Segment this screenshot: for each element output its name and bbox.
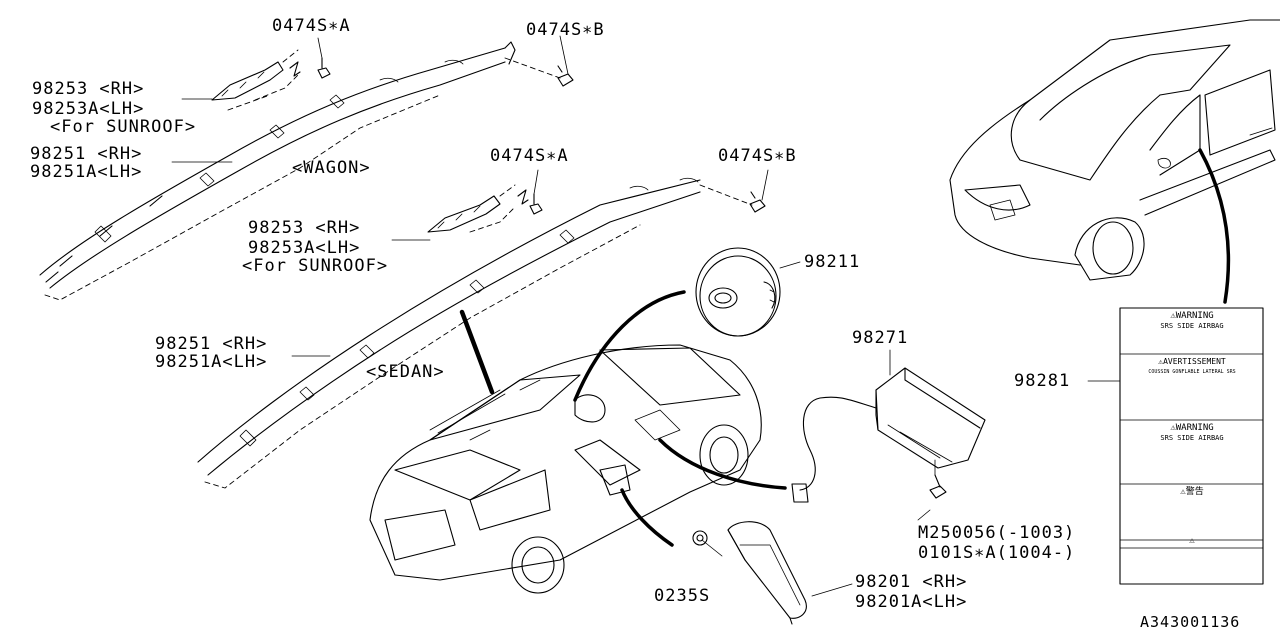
label-m250056: M250056(-1003) xyxy=(918,523,1076,543)
label-98251a-lh-sedan: 98251A<LH> xyxy=(155,352,268,372)
label-98281: 98281 xyxy=(1014,371,1071,391)
warning-4-title: ⚠警告 xyxy=(1180,487,1204,497)
wagon-curtain-airbag xyxy=(39,35,574,301)
leader-lines xyxy=(171,98,1121,597)
side-airbag-module xyxy=(727,521,807,625)
reference-vehicle xyxy=(949,19,1280,281)
warning-1-title: ⚠WARNING xyxy=(1170,311,1214,321)
warning-3-title: ⚠WARNING xyxy=(1170,423,1214,433)
sedan-curtain-airbag xyxy=(197,169,769,489)
label-bolt-a-sedan: 0474S∗A xyxy=(490,146,569,166)
label-98251-rh-sedan: 98251 <RH> xyxy=(155,334,268,354)
label-sunroof-wagon: <For SUNROOF> xyxy=(50,117,197,137)
pointer-lines xyxy=(459,148,1231,547)
label-98201-rh: 98201 <RH> xyxy=(855,572,968,592)
passenger-airbag-module xyxy=(791,367,986,503)
warning-1-text: SRS SIDE AIRBAG xyxy=(1160,322,1224,330)
warning-3-text: SRS SIDE AIRBAG xyxy=(1160,434,1224,442)
label-98253a-lh-wagon: 98253A<LH> xyxy=(32,99,145,119)
label-98211: 98211 xyxy=(804,252,861,272)
warning-5-title: ⚠ xyxy=(1189,536,1195,546)
warning-2-text: COUSSIN GONFLABLE LATERAL SRS xyxy=(1148,369,1236,375)
label-98251-rh-wagon: 98251 <RH> xyxy=(30,144,143,164)
warning-label-card xyxy=(1119,307,1264,585)
label-0235s: 0235S xyxy=(654,586,711,606)
label-98253-rh-wagon: 98253 <RH> xyxy=(32,79,145,99)
label-wagon: <WAGON> xyxy=(292,158,371,178)
label-bolt-a-wagon: 0474S∗A xyxy=(272,16,351,36)
label-bolt-b-sedan: 0474S∗B xyxy=(718,146,797,166)
label-98201a-lh: 98201A<LH> xyxy=(855,592,968,612)
label-bolt-0101s: 0101S∗A(1004-) xyxy=(918,543,1076,563)
label-98271: 98271 xyxy=(852,328,909,348)
driver-airbag-module xyxy=(695,247,781,337)
label-bolt-b-wagon: 0474S∗B xyxy=(526,20,605,40)
label-sunroof-sedan: <For SUNROOF> xyxy=(242,256,389,276)
label-98251a-lh-wagon: 98251A<LH> xyxy=(30,162,143,182)
label-98253-rh-sedan: 98253 <RH> xyxy=(248,218,361,238)
label-98253a-lh-sedan: 98253A<LH> xyxy=(248,238,361,258)
warning-2-title: ⚠AVERTISSEMENT xyxy=(1158,357,1226,366)
center-vehicle xyxy=(369,344,762,594)
nut-0235s xyxy=(692,530,708,546)
diagram-code: A343001136 xyxy=(1140,613,1241,631)
label-sedan: <SEDAN> xyxy=(366,362,445,382)
